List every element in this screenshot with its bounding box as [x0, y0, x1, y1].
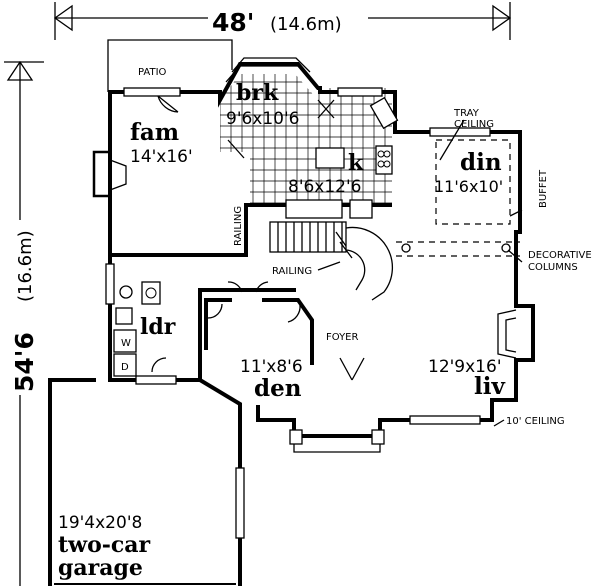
ceiling-10-label: 10' CEILING: [506, 416, 565, 427]
arrow-up-icon: [6, 60, 34, 81]
bay-window: [225, 57, 315, 83]
depth-metric-label: (16.6m): [15, 230, 36, 302]
patio-label: PATIO: [138, 67, 167, 78]
buffet-label: BUFFET: [538, 169, 549, 208]
decorative-label-2: COLUMNS: [528, 262, 578, 273]
fam-fireplace: [92, 150, 127, 198]
depth-main-label: 54'6: [10, 332, 39, 392]
brk-name: brk: [236, 80, 279, 106]
exterior-walls: [48, 62, 535, 586]
tray-label-1: TRAY: [453, 108, 480, 119]
liv-size: 12'9x16': [428, 357, 502, 377]
garage-name-2: garage: [58, 555, 143, 581]
dryer-label: D: [121, 362, 129, 373]
kitchen-counters: [227, 96, 399, 219]
width-main-label: 48': [212, 8, 254, 37]
patio: PATIO: [107, 39, 233, 92]
arrow-right-icon: [492, 4, 512, 32]
garage-name-1: two-car: [58, 532, 151, 558]
depth-dimension: 54'6 (16.6m): [4, 60, 44, 586]
laundry-fixtures: [113, 281, 161, 377]
staircase: [269, 221, 394, 301]
ldr-name: ldr: [140, 314, 176, 340]
din-name: din: [460, 149, 502, 176]
railing-label-stair: RAILING: [272, 266, 312, 277]
front-porch: [289, 429, 385, 453]
brk-size: 9'6x10'6: [226, 109, 300, 129]
liv-fireplace: [497, 309, 517, 359]
width-dimension: 48' (14.6m): [53, 2, 512, 40]
washer-label: W: [121, 338, 131, 349]
tray-label-2: CEILING: [454, 119, 494, 130]
liv-name: liv: [474, 373, 505, 400]
k-name: k: [348, 150, 364, 176]
den-size: 11'x8'6: [240, 357, 303, 377]
decorative-label-1: DECORATIVE: [528, 250, 592, 261]
din-size: 11'6x10': [434, 177, 503, 196]
den-name: den: [254, 375, 302, 402]
foyer-label: FOYER: [326, 332, 359, 343]
fam-size: 14'x16': [130, 147, 193, 167]
tray-ceiling: [396, 119, 523, 263]
fam-name: fam: [130, 119, 179, 146]
k-size: 8'6x12'6: [288, 177, 362, 197]
kitchen-floor-grid: [220, 74, 392, 205]
arrow-left-icon: [53, 4, 73, 32]
doors: [151, 95, 365, 381]
garage-size: 19'4x20'8: [58, 513, 142, 533]
railing-label-vertical: RAILING: [233, 206, 244, 246]
room-labels: brk 9'6x10'6 fam 14'x16' k 8'6x12'6 din …: [58, 80, 505, 581]
annotations: TRAY CEILING BUFFET RAILING RAILING DECO…: [233, 108, 592, 427]
width-metric-label: (14.6m): [270, 14, 342, 35]
windows: [105, 87, 491, 539]
